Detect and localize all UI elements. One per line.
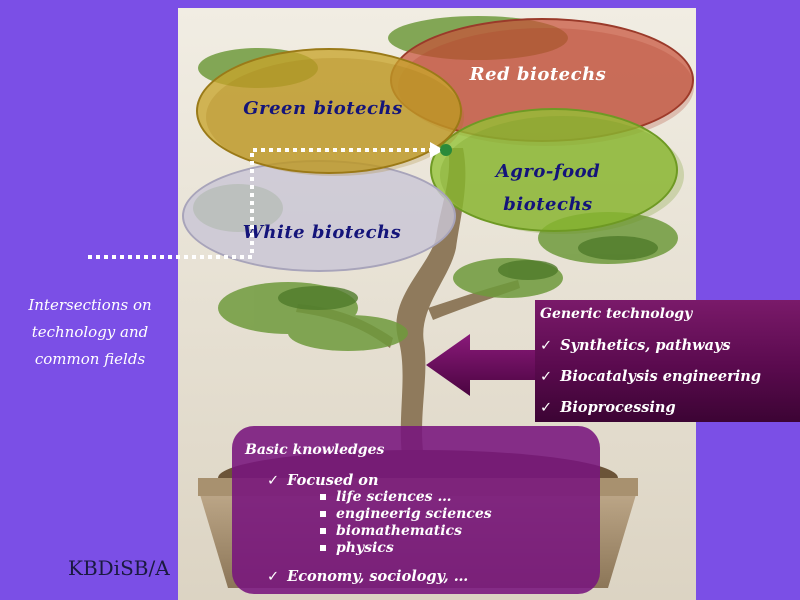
check-icon: ✓ <box>540 338 553 354</box>
focus-subitem-label: engineerig sciences <box>336 506 492 522</box>
focus-subitem: engineerig sciences <box>320 506 492 522</box>
caption-line-2: technology and <box>31 323 149 341</box>
generic-item: ✓ Biocatalysis engineering <box>540 368 761 385</box>
check-icon: ✓ <box>267 569 280 585</box>
basic-knowledges-title: Basic knowledges <box>245 442 385 458</box>
green-biotechs-label: Green biotechs <box>243 98 403 119</box>
generic-item: ✓ Bioprocessing <box>540 399 676 416</box>
agro-food-label-line2: biotechs <box>503 194 593 215</box>
economy-item: ✓ Economy, sociology, … <box>267 568 468 585</box>
focus-subitem-label: physics <box>336 540 394 556</box>
agro-food-label-line1: Agro-food <box>495 161 601 182</box>
generic-technology-box: Generic technology ✓ Synthetics, pathways… <box>535 300 800 422</box>
focus-subitem-label: life sciences … <box>336 489 452 505</box>
basic-knowledges-box: Basic knowledges ✓ Focused on life scienc… <box>232 426 600 594</box>
focus-subitem-label: biomathematics <box>336 523 462 539</box>
generic-technology-title: Generic technology <box>540 306 693 322</box>
agro-food-ellipse-shadow <box>440 116 684 234</box>
focus-subitem: physics <box>320 540 394 556</box>
check-icon: ✓ <box>267 473 280 489</box>
square-bullet-icon <box>320 511 326 517</box>
check-icon: ✓ <box>540 400 553 416</box>
red-biotechs-label: Red biotechs <box>469 64 607 85</box>
caption-line-1: Intersections on <box>28 296 152 314</box>
focus-subitem: life sciences … <box>320 489 451 505</box>
square-bullet-icon <box>320 494 326 500</box>
focused-on-item: ✓ Focused on <box>267 472 379 489</box>
green-biotechs-ellipse <box>196 48 462 174</box>
intersections-caption: Intersections on technology and common f… <box>16 292 164 373</box>
generic-item-label: Synthetics, pathways <box>560 337 731 354</box>
caption-line-3: common fields <box>34 350 146 368</box>
square-bullet-icon <box>320 545 326 551</box>
check-icon: ✓ <box>540 369 553 385</box>
generic-item-label: Biocatalysis engineering <box>560 368 761 385</box>
focus-subitem: biomathematics <box>320 523 462 539</box>
green-biotechs-ellipse-shadow <box>206 58 464 176</box>
focused-on-label: Focused on <box>287 472 379 489</box>
white-biotechs-label: White biotechs <box>242 222 402 243</box>
generic-item-label: Bioprocessing <box>560 399 676 416</box>
left-arrow-icon <box>426 334 536 396</box>
economy-label: Economy, sociology, … <box>287 568 469 585</box>
agro-food-ellipse <box>430 108 678 232</box>
footer-code: KBDiSB/A <box>68 556 170 580</box>
square-bullet-icon <box>320 528 326 534</box>
generic-item: ✓ Synthetics, pathways <box>540 337 731 354</box>
